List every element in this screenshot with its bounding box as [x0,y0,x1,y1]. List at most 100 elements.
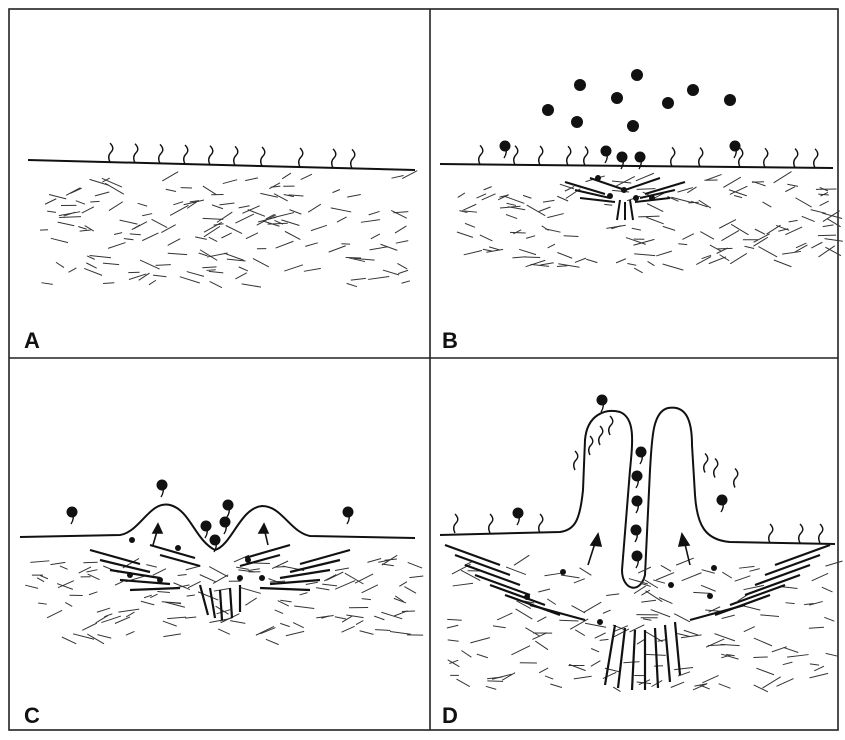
fiber [579,568,591,575]
fiber [505,196,525,203]
fiber [646,217,663,224]
fiber [559,620,578,621]
fiber [308,204,321,212]
fiber [58,222,75,226]
fiber [763,202,772,207]
fiber [510,232,526,233]
fiber [548,244,555,248]
fiber [89,592,97,595]
fiber [30,561,49,563]
fiber [606,594,619,596]
fiber [209,271,223,273]
attached-particle [223,500,234,511]
fiber [612,181,631,183]
fiber [591,661,601,667]
fiber-texture [40,171,417,288]
fiber [80,230,91,231]
dense-fiber [730,585,785,605]
fiber [166,189,176,191]
fiber [603,610,611,613]
fiber [458,193,465,197]
fiber [150,594,157,598]
fiber [632,228,641,230]
particle [157,577,163,583]
particle [127,572,133,578]
fiber [682,234,693,240]
fiber [755,229,765,234]
particle [627,120,639,132]
fiber [638,216,659,217]
fiber [82,623,97,630]
fiber [221,233,231,238]
fiber [456,679,469,686]
fiber [280,623,290,626]
surface-hair [799,524,803,543]
fiber [216,610,230,614]
fiber [809,673,828,677]
fiber [756,668,774,675]
attached-particle [157,480,168,491]
fiber [276,241,294,248]
fiber [408,562,422,568]
fiber [447,625,458,628]
fiber [453,583,473,586]
fiber [677,634,690,637]
fiber [782,251,801,254]
fiber [266,639,279,644]
fiber [230,621,245,624]
attached-particle [632,496,643,507]
fiber [585,623,606,627]
fiber [206,270,215,271]
fiber [362,585,378,593]
particle [175,545,181,551]
fiber [130,234,141,235]
fiber [153,569,166,576]
fiber [719,220,736,229]
fiber [90,255,111,257]
fiber [187,272,204,277]
fiber [796,243,806,248]
fiber [634,254,655,256]
fiber [260,628,275,634]
fiber [316,588,329,590]
fiber [142,214,152,216]
surface-hair [609,416,613,435]
fiber-texture [25,555,423,644]
fiber [525,628,539,637]
surface-hair [234,146,238,165]
fiber [489,247,500,250]
fiber [674,667,693,669]
fiber [120,220,138,224]
fiber [550,684,562,688]
fiber [514,555,529,565]
fiber [701,585,716,591]
attached-particle [617,152,628,163]
fiber [65,602,72,606]
fiber [702,675,718,682]
particle [631,69,643,81]
fiber [382,555,397,565]
fiber [643,619,651,620]
fiber [557,252,572,258]
particle [607,193,613,199]
particle [574,79,586,91]
fiber [653,580,665,583]
dense-fiber [150,545,195,558]
fiber [523,195,531,198]
fiber [543,200,554,202]
fiber [637,639,645,644]
fiber [795,198,811,207]
fiber [47,610,62,617]
fiber [539,207,551,212]
fiber [103,283,114,284]
fiber [345,573,364,584]
fiber [115,581,123,585]
fiber [383,270,399,275]
fiber [235,214,253,223]
attached-particles [67,480,354,553]
fiber [305,243,318,247]
fiber [235,273,246,279]
surface-hair [454,514,458,533]
particle [560,569,566,575]
fiber [402,171,417,179]
